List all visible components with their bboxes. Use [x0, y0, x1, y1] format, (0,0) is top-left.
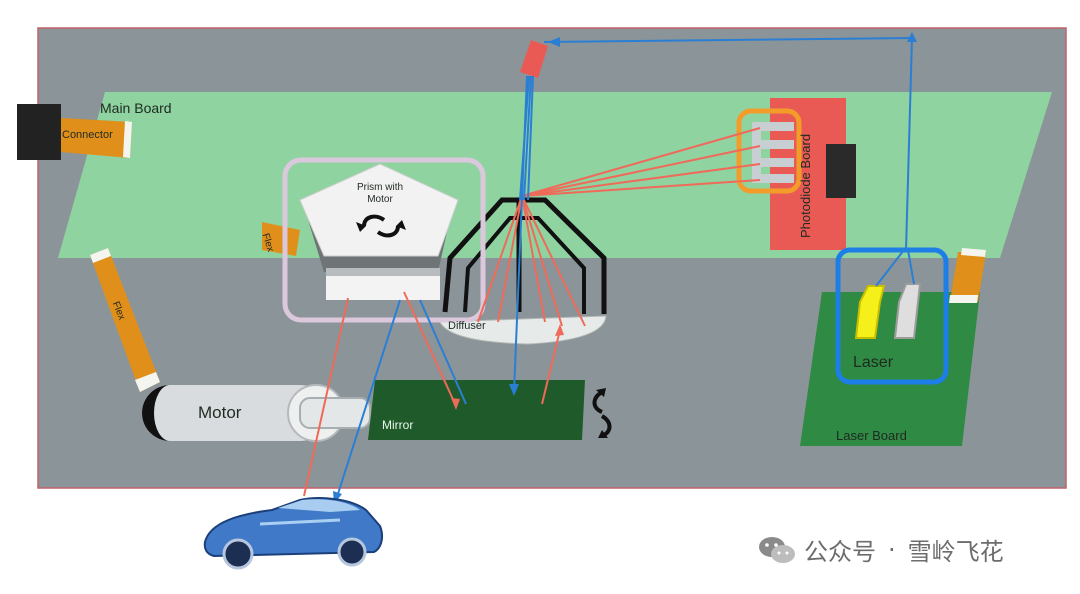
photodiode-connector — [826, 144, 856, 198]
connector-flex-tip — [123, 121, 132, 158]
motor — [142, 385, 328, 441]
laser-flex — [950, 252, 986, 302]
diffuser — [439, 315, 607, 345]
watermark-author: 雪岭飞花 — [907, 538, 1004, 566]
prism-flex — [262, 222, 300, 256]
main-board — [58, 92, 1052, 258]
connector-flex — [61, 118, 132, 158]
prism-highlight — [282, 157, 486, 323]
receiver-lens — [520, 40, 548, 78]
motor-flex-tip-bottom — [135, 372, 160, 392]
laser-flex-tip — [961, 248, 986, 257]
connector — [17, 104, 61, 160]
photodiodes — [752, 122, 794, 183]
main-board-label: Main Board — [100, 100, 172, 116]
diffuser-frame-inner — [463, 216, 586, 314]
laser-board — [800, 292, 980, 446]
motor-label: Motor — [198, 403, 242, 422]
watermark-separator: · — [888, 535, 896, 564]
laser-flex-tip-bottom — [949, 295, 978, 303]
watermark-text: 公众号 — [804, 538, 876, 566]
watermark: 公众号 · 雪岭飞花 — [758, 532, 1004, 567]
prism-base — [326, 274, 440, 300]
photodiode-board-label: Photodiode Board — [798, 133, 813, 238]
motor-shaft — [299, 397, 371, 429]
motor-flex — [90, 248, 160, 392]
laser-label: Laser — [853, 354, 894, 371]
prism-top — [299, 163, 459, 257]
mirror — [368, 380, 585, 440]
mirror-label: Mirror — [382, 418, 414, 432]
prism-rotation-icon — [362, 214, 400, 238]
blue-beams — [335, 37, 915, 501]
motor-end-cap — [142, 385, 170, 441]
red-beams — [303, 127, 761, 497]
laser-emitter-white — [893, 283, 922, 339]
wechat-icon — [759, 536, 795, 563]
laser-highlight — [835, 247, 949, 385]
motor-flex-tip-top — [90, 248, 111, 263]
laser-emitter-yellow — [854, 285, 886, 339]
laser-board-label: Laser Board — [836, 428, 907, 443]
connector-label: Connector — [62, 129, 113, 141]
car-image — [203, 497, 383, 570]
prism-label: Prism with Motor — [356, 182, 404, 205]
diffuser-label: Diffuser — [448, 320, 486, 332]
